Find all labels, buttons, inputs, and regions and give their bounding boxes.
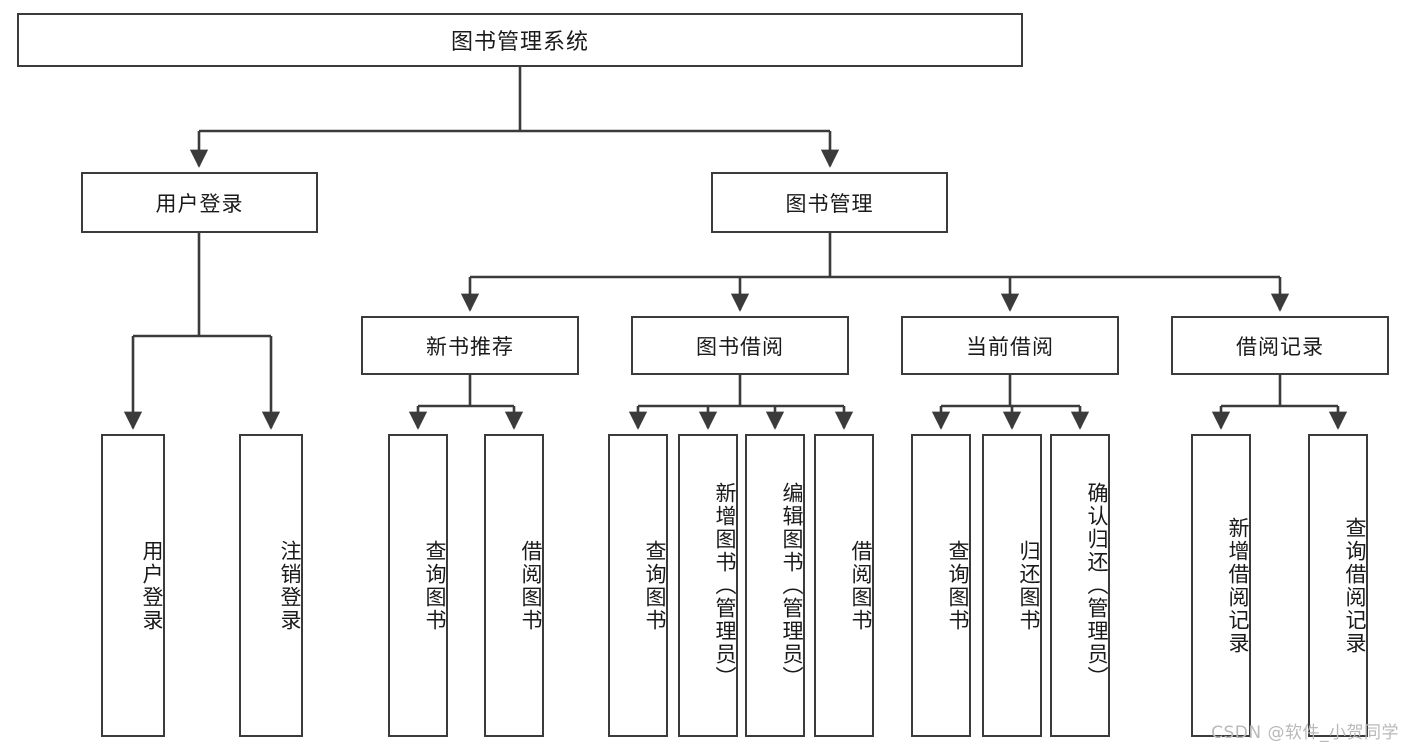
node-root[interactable]: 图书管理系统 bbox=[17, 13, 1023, 67]
node-leaf-query-book-2-label: 查询图书 bbox=[643, 539, 667, 632]
node-root-label: 图书管理系统 bbox=[450, 30, 589, 55]
node-leaf-confirm-return-label: 确认归还（管理员） bbox=[1085, 482, 1109, 689]
node-leaf-add-record[interactable]: 新增借阅记录 bbox=[1191, 434, 1251, 737]
node-leaf-user-login-label: 用户登录 bbox=[140, 539, 164, 632]
node-leaf-borrow-book-1[interactable]: 借阅图书 bbox=[484, 434, 544, 737]
node-leaf-user-login[interactable]: 用户登录 bbox=[101, 434, 165, 737]
node-leaf-return-book-label: 归还图书 bbox=[1017, 539, 1041, 632]
node-borrow-record-label: 借阅记录 bbox=[1236, 334, 1324, 359]
node-leaf-confirm-return[interactable]: 确认归还（管理员） bbox=[1050, 434, 1110, 737]
node-leaf-query-record-label: 查询借阅记录 bbox=[1343, 516, 1367, 655]
node-leaf-query-book-3[interactable]: 查询图书 bbox=[911, 434, 971, 737]
node-leaf-query-book-2[interactable]: 查询图书 bbox=[608, 434, 668, 737]
node-leaf-logout-label: 注销登录 bbox=[278, 539, 302, 632]
node-borrow-record[interactable]: 借阅记录 bbox=[1171, 316, 1389, 375]
node-book-borrow-label: 图书借阅 bbox=[696, 334, 784, 359]
node-leaf-add-book-label: 新增图书（管理员） bbox=[713, 482, 737, 689]
csdn-watermark: CSDN @软件_小贺同学 bbox=[1211, 723, 1399, 743]
node-current-borrow[interactable]: 当前借阅 bbox=[901, 316, 1119, 375]
node-book-manage-label: 图书管理 bbox=[785, 191, 874, 216]
node-leaf-add-book[interactable]: 新增图书（管理员） bbox=[678, 434, 738, 737]
node-leaf-query-record[interactable]: 查询借阅记录 bbox=[1308, 434, 1368, 737]
node-current-borrow-label: 当前借阅 bbox=[966, 334, 1054, 359]
node-leaf-add-record-label: 新增借阅记录 bbox=[1226, 516, 1250, 655]
node-book-borrow[interactable]: 图书借阅 bbox=[631, 316, 849, 375]
node-leaf-borrow-book-2-label: 借阅图书 bbox=[849, 539, 873, 632]
node-leaf-logout[interactable]: 注销登录 bbox=[239, 434, 303, 737]
node-leaf-borrow-book-2[interactable]: 借阅图书 bbox=[814, 434, 874, 737]
node-user-login-label: 用户登录 bbox=[155, 191, 244, 216]
node-user-login[interactable]: 用户登录 bbox=[81, 172, 318, 233]
node-leaf-edit-book[interactable]: 编辑图书（管理员） bbox=[745, 434, 805, 737]
node-leaf-query-book-1-label: 查询图书 bbox=[423, 539, 447, 632]
node-leaf-borrow-book-1-label: 借阅图书 bbox=[519, 539, 543, 632]
node-new-book-recommend[interactable]: 新书推荐 bbox=[361, 316, 579, 375]
node-leaf-edit-book-label: 编辑图书（管理员） bbox=[780, 482, 804, 689]
node-new-book-recommend-label: 新书推荐 bbox=[426, 334, 514, 359]
node-leaf-return-book[interactable]: 归还图书 bbox=[982, 434, 1042, 737]
node-leaf-query-book-3-label: 查询图书 bbox=[946, 539, 970, 632]
node-leaf-query-book-1[interactable]: 查询图书 bbox=[388, 434, 448, 737]
node-book-manage[interactable]: 图书管理 bbox=[711, 172, 948, 233]
